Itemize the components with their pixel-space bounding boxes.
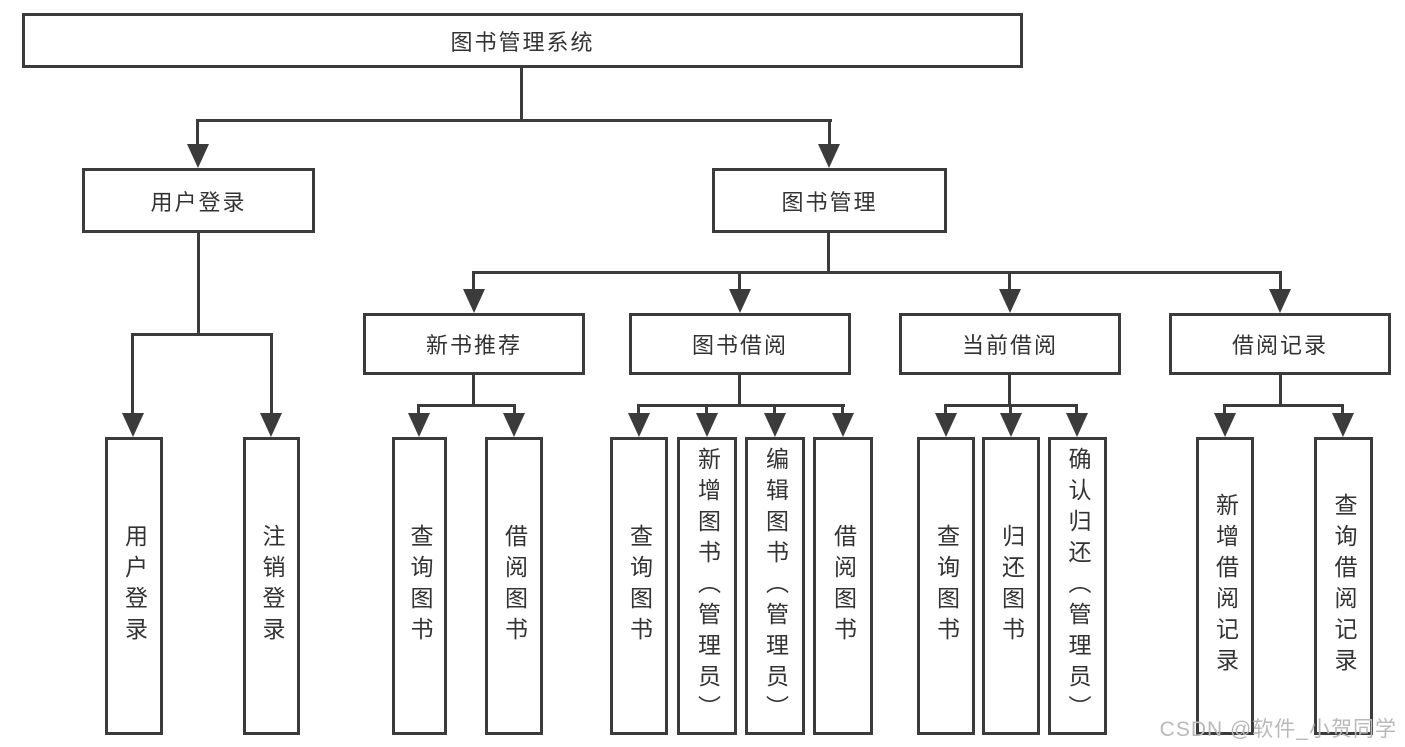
arrow-down-icon: [122, 413, 144, 437]
connector-line: [738, 375, 741, 407]
connector-line: [417, 404, 516, 407]
connector-line: [1008, 271, 1011, 293]
node-new-book-recommend: 新书推荐: [363, 313, 585, 375]
leaf-label: 借阅图书: [501, 524, 528, 648]
node-label: 图书管理: [781, 189, 878, 215]
leaf-label: 查询图书: [407, 524, 433, 648]
connector-line: [1008, 375, 1011, 407]
arrow-down-icon: [628, 413, 650, 437]
connector-line: [196, 119, 832, 122]
node-user-login: 用户登录: [82, 168, 315, 233]
leaf-label: 编辑图书（管理员）: [762, 446, 789, 726]
arrow-down-icon: [832, 413, 854, 437]
leaf-label: 借阅图书: [830, 524, 857, 648]
connector-line: [472, 375, 475, 407]
connector-line: [841, 404, 844, 418]
connector-line: [196, 119, 199, 151]
node-label: 当前借阅: [961, 333, 1058, 358]
connector-line: [1223, 404, 1344, 407]
connector-line: [472, 271, 1282, 274]
arrow-down-icon: [818, 144, 840, 168]
leaf-label: 归还图书: [998, 524, 1025, 648]
leaf-label: 新增图书（管理员）: [694, 446, 721, 726]
connector-line: [417, 404, 420, 418]
connector-line: [520, 68, 523, 122]
arrow-down-icon: [729, 289, 751, 313]
node-root: 图书管理系统: [22, 13, 1023, 68]
arrow-down-icon: [1332, 413, 1354, 437]
node-book-borrow: 图书借阅: [629, 313, 851, 375]
node-label: 借阅记录: [1231, 333, 1328, 358]
leaf-label: 查询图书: [626, 524, 653, 648]
node-root-label: 图书管理系统: [450, 29, 595, 55]
connector-line: [270, 333, 273, 417]
connector-line: [828, 119, 831, 151]
leaf-label: 新增借阅记录: [1212, 493, 1239, 679]
arrow-down-icon: [935, 413, 957, 437]
connector-line: [513, 404, 516, 418]
arrow-down-icon: [1066, 413, 1088, 437]
connector-line: [773, 404, 776, 418]
csdn-watermark: CSDN @软件_小贺同学: [1159, 718, 1397, 741]
leaf-borrow-books: 借阅图书: [813, 437, 873, 735]
arrow-down-icon: [1000, 413, 1022, 437]
arrow-down-icon: [463, 289, 485, 313]
leaf-add-books-admin: 新增图书（管理员）: [677, 437, 737, 735]
arrow-down-icon: [1214, 413, 1236, 437]
leaf-query-books-recommend: 查询图书: [392, 437, 447, 735]
connector-line: [944, 404, 947, 418]
connector-line: [1279, 271, 1282, 293]
leaf-query-books-borrow: 查询图书: [610, 437, 668, 735]
arrow-down-icon: [999, 289, 1021, 313]
connector-line: [637, 404, 640, 418]
leaf-query-borrow-record: 查询借阅记录: [1314, 437, 1373, 735]
leaf-return-books: 归还图书: [982, 437, 1040, 735]
connector-line: [1279, 375, 1282, 407]
connector-line: [705, 404, 708, 418]
connector-line: [1009, 404, 1012, 418]
arrow-down-icon: [503, 413, 525, 437]
leaf-label: 确认归还（管理员）: [1065, 446, 1091, 726]
leaf-query-books-current: 查询图书: [917, 437, 975, 735]
node-label: 新书推荐: [425, 333, 522, 358]
connector-line: [637, 404, 845, 407]
arrow-down-icon: [1269, 289, 1291, 313]
connector-line: [1075, 404, 1078, 418]
connector-line: [1223, 404, 1226, 418]
leaf-add-borrow-record: 新增借阅记录: [1196, 437, 1254, 735]
arrow-down-icon: [187, 144, 209, 168]
node-label: 图书借阅: [691, 333, 788, 358]
leaf-edit-books-admin: 编辑图书（管理员）: [745, 437, 805, 735]
leaf-confirm-return-admin: 确认归还（管理员）: [1048, 437, 1107, 735]
leaf-label: 查询借阅记录: [1331, 493, 1357, 679]
connector-line: [197, 232, 200, 336]
connector-line: [131, 333, 273, 336]
connector-line: [472, 271, 475, 293]
leaf-borrow-books-recommend: 借阅图书: [485, 437, 543, 735]
leaf-logout: 注销登录: [243, 437, 300, 735]
arrow-down-icon: [260, 413, 282, 437]
leaf-label: 查询图书: [933, 524, 960, 648]
node-label: 用户登录: [150, 189, 247, 215]
connector-line: [738, 271, 741, 293]
connector-line: [827, 233, 830, 274]
leaf-label: 用户登录: [121, 524, 148, 648]
arrow-down-icon: [696, 413, 718, 437]
arrow-down-icon: [408, 413, 430, 437]
node-borrow-records: 借阅记录: [1169, 313, 1391, 375]
connector-line: [131, 333, 134, 417]
leaf-user-login: 用户登录: [105, 437, 163, 735]
node-current-borrow: 当前借阅: [899, 313, 1121, 375]
leaf-label: 注销登录: [259, 524, 285, 648]
connector-line: [1341, 404, 1344, 418]
node-book-management: 图书管理: [712, 168, 947, 233]
arrow-down-icon: [764, 413, 786, 437]
